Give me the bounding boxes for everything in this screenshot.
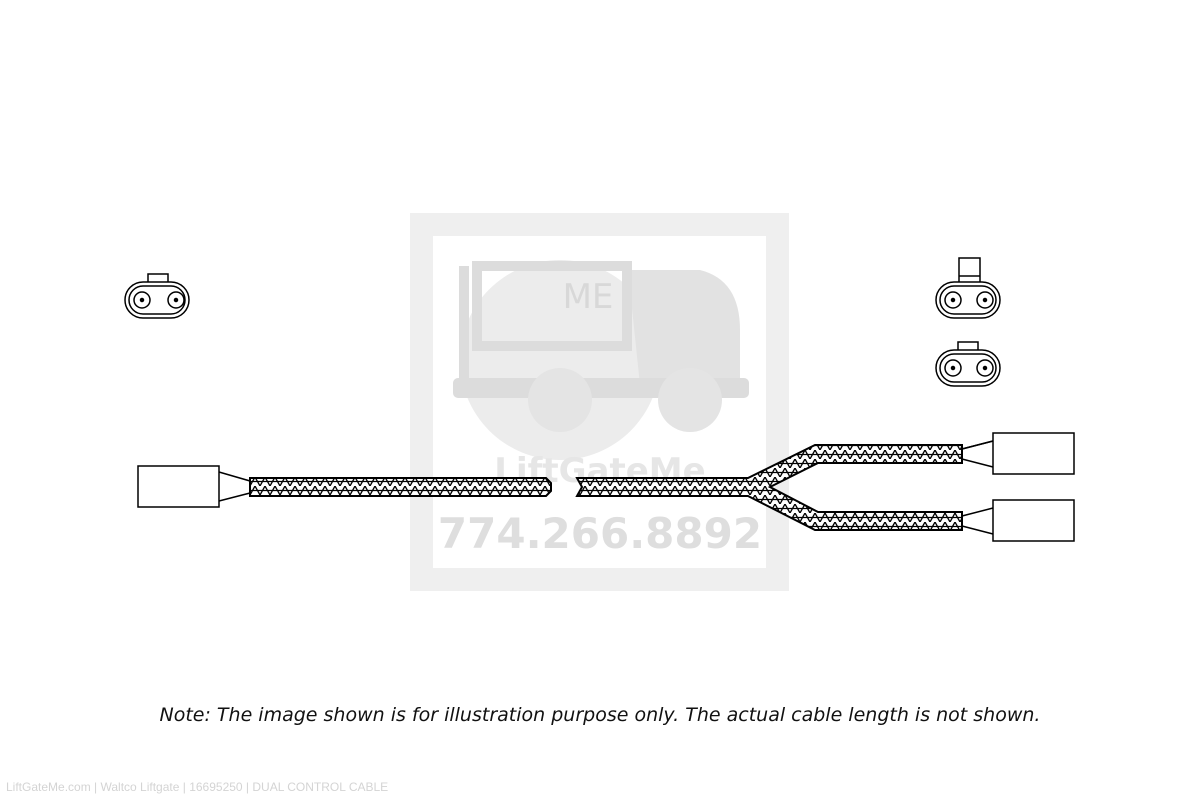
- right-plug-lower: [961, 499, 1075, 542]
- footer-caption: LiftGateMe.com | Waltco Liftgate | 16695…: [6, 780, 389, 794]
- watermark-logo-text: ME: [563, 277, 614, 317]
- left-plug: [137, 465, 251, 508]
- right-plug-upper: [961, 432, 1075, 475]
- right-connector-face-lower: [935, 341, 1001, 387]
- illustration-note: Note: The image shown is for illustratio…: [159, 704, 1041, 726]
- left-connector-face: [124, 273, 190, 319]
- right-connector-face-upper: [935, 257, 1001, 319]
- watermark-logo: ME LiftGateMe 774.266.8892: [410, 213, 789, 591]
- cable-right-segment: [575, 444, 963, 531]
- cable-left-segment: [249, 477, 552, 497]
- watermark-phone: 774.266.8892: [438, 509, 762, 558]
